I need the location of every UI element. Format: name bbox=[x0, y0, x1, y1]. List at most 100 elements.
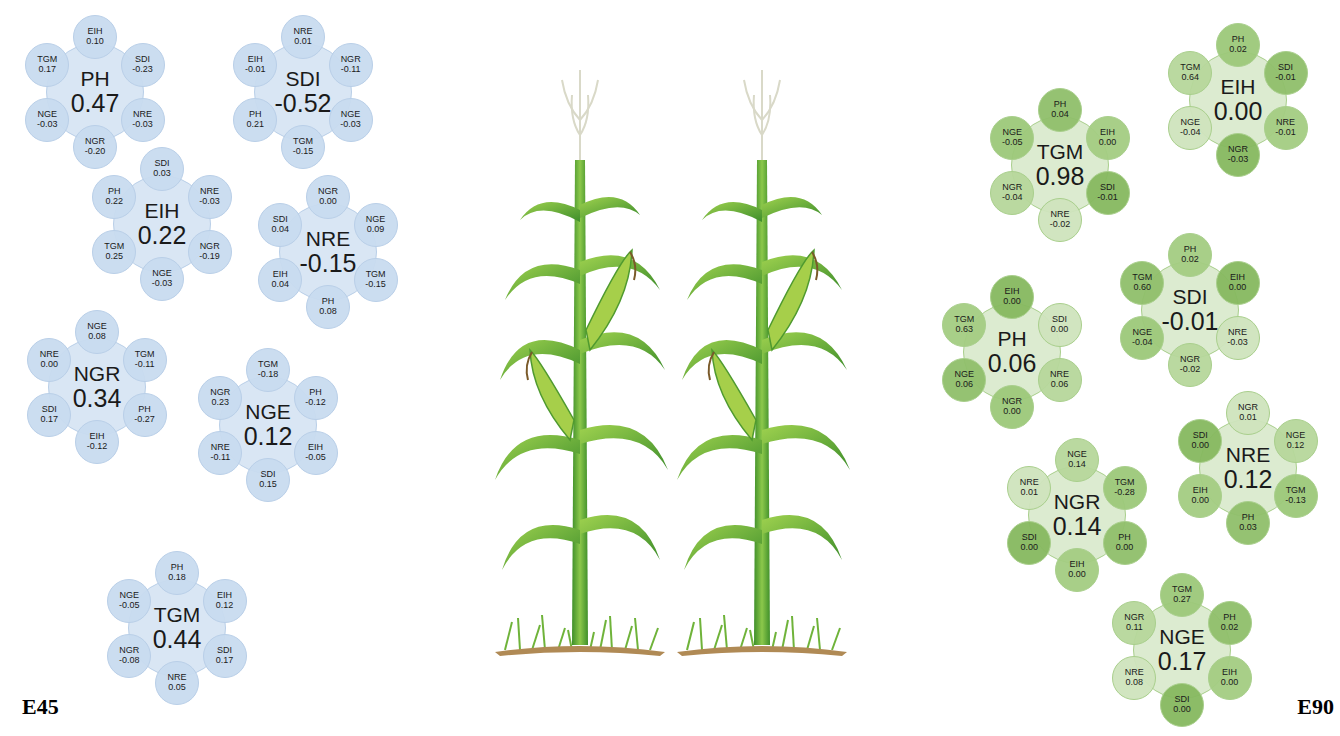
effect-circle: EIH0.00 bbox=[1178, 474, 1222, 518]
effect-circle: NGR-0.03 bbox=[1216, 133, 1260, 177]
effect-value: -0.03 bbox=[199, 197, 220, 207]
trait-name: EIH bbox=[273, 270, 288, 280]
effect-circle: NRE-0.03 bbox=[1216, 316, 1260, 360]
effect-circle: EIH0.00 bbox=[1086, 116, 1130, 160]
trait-name: NRE bbox=[1020, 478, 1039, 488]
trait-name: TGM bbox=[1037, 140, 1084, 163]
trait-name: TGM bbox=[258, 360, 278, 370]
effect-circle: SDI-0.01 bbox=[1086, 171, 1130, 215]
effect-circle: TGM0.63 bbox=[942, 303, 986, 347]
trait-name: TGM bbox=[104, 242, 124, 252]
trait-name: SDI bbox=[217, 646, 232, 656]
effect-value: -0.04 bbox=[1180, 128, 1201, 138]
trait-name: NGE bbox=[1067, 450, 1087, 460]
trait-name: SDI bbox=[154, 159, 169, 169]
effect-value: 0.00 bbox=[319, 197, 337, 207]
trait-name: SDI bbox=[1193, 431, 1208, 441]
effect-circle: SDI0.00 bbox=[1178, 419, 1222, 463]
effect-circle: NGE0.12 bbox=[1274, 419, 1318, 463]
effect-value: 0.00 bbox=[1229, 283, 1247, 293]
trait-name: SDI bbox=[1172, 285, 1207, 308]
effect-circle: NRE0.06 bbox=[1038, 358, 1082, 402]
effect-circle: NGE0.09 bbox=[354, 203, 398, 247]
effect-value: 0.17 bbox=[39, 65, 57, 75]
trait-name: NGE bbox=[341, 110, 361, 120]
trait-name: SDI bbox=[1278, 63, 1293, 73]
effect-value: 0.05 bbox=[168, 683, 186, 693]
trait-name: PH bbox=[322, 297, 335, 307]
trait-name: EIH bbox=[217, 591, 232, 601]
trait-name: EIH bbox=[1193, 486, 1208, 496]
effect-circle: NGR0.01 bbox=[1226, 391, 1270, 435]
trait-name: PH bbox=[1223, 613, 1236, 623]
trait-name: NRE bbox=[200, 187, 219, 197]
effect-circle: EIH0.00 bbox=[1216, 261, 1260, 305]
trait-name: NGR bbox=[200, 242, 220, 252]
effect-value: 0.17 bbox=[216, 656, 234, 666]
effect-value: 0.04 bbox=[272, 225, 290, 235]
effect-value: 0.00 bbox=[1116, 543, 1134, 553]
effect-value: 0.00 bbox=[1099, 138, 1117, 148]
effect-circle: NGR0.23 bbox=[198, 376, 242, 420]
trait-name: NRE bbox=[306, 227, 350, 250]
effect-circle: NGE-0.03 bbox=[140, 257, 184, 301]
effect-circle: NGR-0.20 bbox=[73, 125, 117, 169]
effect-value: 0.47 bbox=[71, 90, 120, 118]
effect-circle: SDI0.03 bbox=[140, 147, 184, 191]
trait-name: NGR bbox=[341, 55, 361, 65]
effect-value: 0.03 bbox=[1239, 523, 1257, 533]
effect-circle: PH0.18 bbox=[155, 551, 199, 595]
effect-value: 0.00 bbox=[41, 360, 59, 370]
effect-circle: TGM-0.28 bbox=[1103, 466, 1147, 510]
effect-circle: NRE-0.03 bbox=[188, 175, 232, 219]
effect-value: -0.20 bbox=[85, 147, 106, 157]
effect-circle: TGM-0.15 bbox=[354, 258, 398, 302]
trait-name: EIH bbox=[308, 443, 323, 453]
effect-circle: TGM-0.11 bbox=[123, 338, 167, 382]
trait-name: NGE bbox=[87, 322, 107, 332]
trait-name: NRE bbox=[1050, 370, 1069, 380]
trait-name: TGM bbox=[135, 350, 155, 360]
effect-circle: NGE-0.04 bbox=[1120, 316, 1164, 360]
effect-value: 0.14 bbox=[1053, 513, 1102, 541]
effect-value: 0.00 bbox=[1068, 570, 1086, 580]
effect-circle: NGE-0.05 bbox=[990, 116, 1034, 160]
effect-value: 0.01 bbox=[1239, 413, 1257, 423]
effect-value: -0.15 bbox=[300, 250, 357, 278]
effect-value: -0.11 bbox=[210, 453, 230, 463]
effect-circle: TGM0.60 bbox=[1120, 261, 1164, 305]
effect-value: -0.05 bbox=[119, 601, 140, 611]
trait-name: PH bbox=[1118, 533, 1131, 543]
effect-circle: NGR-0.04 bbox=[990, 171, 1034, 215]
effect-circle: NRE0.05 bbox=[155, 661, 199, 705]
effect-circle: EIH-0.01 bbox=[233, 43, 277, 87]
effect-circle: TGM0.25 bbox=[92, 230, 136, 274]
effect-value: 0.00 bbox=[1192, 441, 1210, 451]
trait-name: NRE bbox=[211, 443, 230, 453]
effect-circle: SDI0.00 bbox=[1007, 521, 1051, 565]
trait-name: PH bbox=[1242, 513, 1255, 523]
effect-value: -0.11 bbox=[135, 360, 155, 370]
trait-name: TGM bbox=[1115, 478, 1135, 488]
effect-value: -0.18 bbox=[258, 370, 279, 380]
effect-value: -0.03 bbox=[152, 279, 173, 289]
trait-name: NGE bbox=[1159, 625, 1205, 648]
effect-circle: NGE0.06 bbox=[942, 358, 986, 402]
trait-name: TGM bbox=[954, 315, 974, 325]
trait-name: NGR bbox=[1054, 490, 1101, 513]
effect-value: 0.17 bbox=[1158, 648, 1207, 676]
effect-value: 0.06 bbox=[988, 350, 1037, 378]
trait-name: TGM bbox=[1132, 273, 1152, 283]
trait-name: TGM bbox=[154, 603, 201, 626]
effect-value: 0.21 bbox=[247, 120, 265, 130]
effect-value: -0.12 bbox=[87, 442, 108, 452]
effect-value: 0.12 bbox=[216, 601, 234, 611]
effect-value: -0.08 bbox=[119, 656, 140, 666]
effect-value: 0.03 bbox=[153, 169, 171, 179]
trait-name: EIH bbox=[1004, 287, 1019, 297]
effect-circle: NGR0.11 bbox=[1112, 601, 1156, 645]
effect-value: -0.04 bbox=[1002, 193, 1023, 203]
effect-value: 0.02 bbox=[1229, 45, 1247, 55]
effect-value: -0.23 bbox=[132, 65, 153, 75]
effect-value: 0.00 bbox=[1221, 678, 1239, 688]
